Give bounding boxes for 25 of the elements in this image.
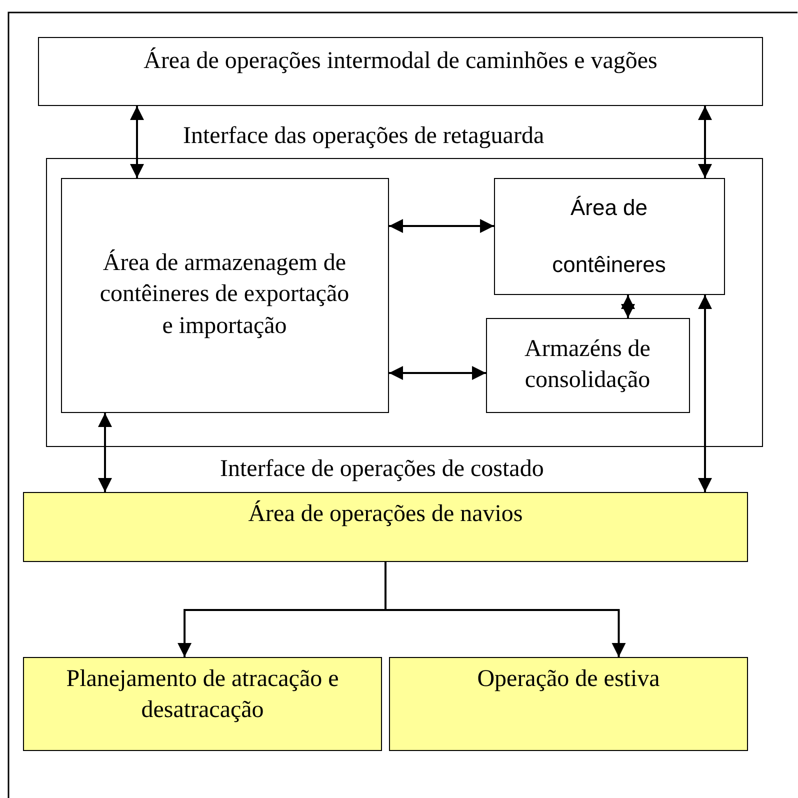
box-label: Área de operações de navios [248, 499, 523, 529]
process-box [23, 492, 748, 562]
process-box [23, 657, 382, 751]
process-box [60, 178, 388, 412]
box-label: Operação de estiva [477, 665, 660, 694]
box-label: Armazéns de consolidação [524, 334, 652, 395]
arrow [98, 413, 112, 492]
arrow [384, 562, 626, 657]
box-label: Área de armazenagem de contêineres de exportação e importação [98, 248, 350, 341]
process-box [486, 318, 690, 412]
interface-label: Interface das operações de retaguarda [183, 123, 544, 150]
arrow [698, 106, 712, 178]
process-box [389, 657, 748, 751]
arrow [698, 295, 712, 492]
process-box [494, 178, 724, 294]
arrow [621, 295, 635, 318]
arrow [130, 106, 144, 178]
box-label: Área de contêineres [551, 194, 667, 279]
arrow [389, 366, 486, 380]
box-label: Planejamento de atracação e desatracação [65, 665, 340, 726]
process-box [38, 37, 763, 106]
box-label: Área de operações intermodal de caminhões e vagões [144, 46, 658, 76]
interface-label: Interface de operações de costado [220, 456, 544, 482]
arrow [389, 219, 494, 233]
group-box [46, 158, 763, 447]
